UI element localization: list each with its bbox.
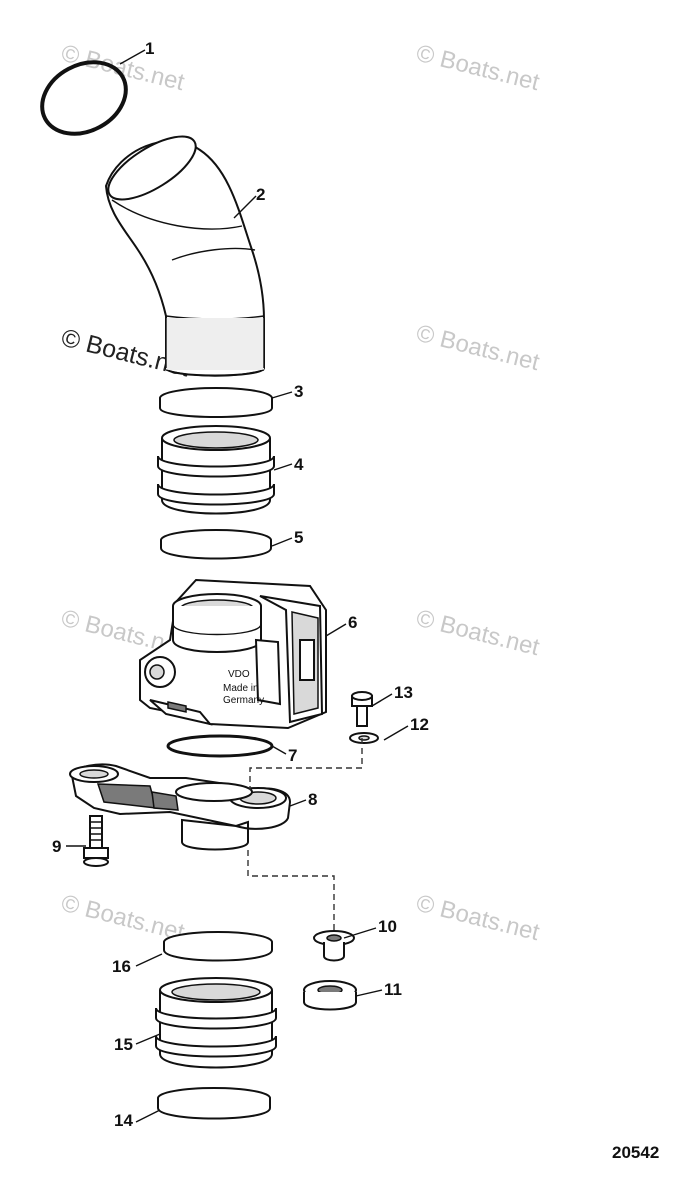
callout-13: 13 bbox=[394, 683, 413, 702]
callout-1: 1 bbox=[145, 39, 154, 58]
watermark: © Boats.net bbox=[59, 40, 188, 97]
callout-3: 3 bbox=[294, 382, 303, 401]
watermark: © Boats.net bbox=[414, 40, 543, 97]
part-adapter-flange bbox=[69, 763, 292, 851]
callout-16: 16 bbox=[112, 957, 131, 976]
watermark: © Boats.net bbox=[414, 320, 543, 377]
part-washer bbox=[349, 732, 379, 744]
body-brand-marking: VDO bbox=[228, 669, 250, 680]
assembly-lines bbox=[247, 738, 363, 930]
part-clamp-middle bbox=[160, 529, 272, 560]
body-origin-marking: Made in bbox=[223, 683, 259, 694]
leader-lines bbox=[66, 49, 409, 1123]
callout-5: 5 bbox=[294, 528, 303, 547]
part-elbow-tube bbox=[104, 135, 265, 377]
callout-6: 6 bbox=[348, 613, 357, 632]
part-bolt-short bbox=[351, 691, 373, 727]
figure-number: 20542 bbox=[612, 1143, 659, 1162]
callout-11: 11 bbox=[384, 980, 402, 999]
part-throttle-body: VDO Made in Germany bbox=[139, 578, 327, 730]
part-clamp-upper bbox=[159, 387, 273, 418]
callout-4: 4 bbox=[294, 455, 304, 474]
watermark: © Boats.net bbox=[414, 605, 543, 662]
part-gasket bbox=[166, 734, 274, 758]
part-clamp-lower bbox=[163, 931, 273, 962]
callout-10: 10 bbox=[378, 917, 397, 936]
part-bolt-long bbox=[83, 815, 109, 867]
part-clamp-bottom bbox=[157, 1087, 271, 1120]
callout-9: 9 bbox=[52, 837, 61, 856]
callout-12: 12 bbox=[410, 715, 429, 734]
callout-2: 2 bbox=[256, 185, 265, 204]
watermark: © Boats.net bbox=[414, 890, 543, 947]
callout-labels: 1 2 3 4 5 6 7 8 9 10 11 12 13 14 15 16 bbox=[52, 39, 429, 1130]
callout-7: 7 bbox=[288, 746, 297, 765]
part-grommet bbox=[303, 980, 357, 1011]
callout-15: 15 bbox=[114, 1035, 133, 1054]
callout-14: 14 bbox=[114, 1111, 133, 1130]
part-grommet-insert bbox=[313, 930, 355, 962]
part-sleeve-lower bbox=[155, 977, 277, 1069]
part-o-ring-top bbox=[40, 60, 128, 136]
callout-8: 8 bbox=[308, 790, 317, 809]
body-country-marking: Germany bbox=[223, 695, 264, 706]
part-sleeve-upper bbox=[157, 425, 275, 515]
